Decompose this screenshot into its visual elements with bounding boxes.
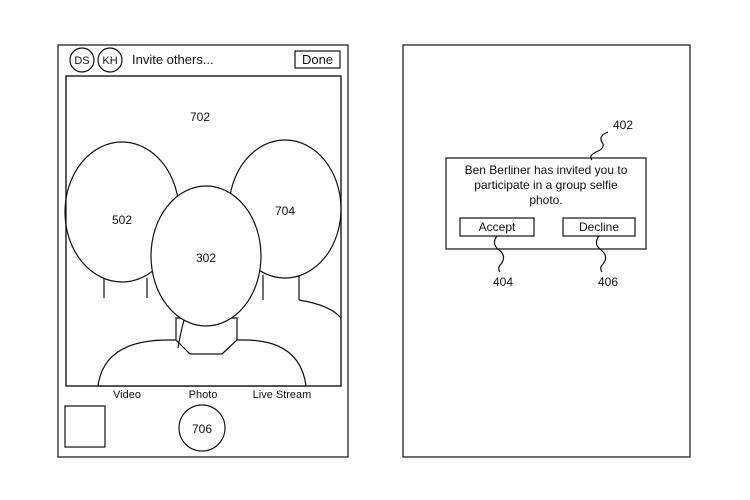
face-left-reference-label: 502 — [112, 213, 132, 227]
avatar-kh[interactable]: KH — [97, 47, 123, 73]
invitation-message-line-1: Ben Berliner has invited you to — [465, 163, 628, 177]
mode-live-stream[interactable]: Live Stream — [253, 389, 312, 401]
camera-preview-border — [65, 75, 342, 387]
gallery-thumbnail[interactable] — [64, 405, 106, 448]
face-center: 302 — [97, 185, 307, 387]
dialog-reference-label: 402 — [613, 118, 633, 132]
left-phone-frame — [57, 44, 349, 458]
accept-button[interactable]: Accept — [459, 217, 535, 237]
face-center-reference-label: 302 — [196, 251, 216, 265]
accept-button-label: Accept — [479, 220, 516, 234]
done-button-label: Done — [302, 52, 333, 67]
mode-video[interactable]: Video — [113, 389, 141, 401]
accept-reference-label: 404 — [493, 275, 513, 289]
accept-leader-line — [493, 235, 505, 273]
invite-others-text[interactable]: Invite others... — [132, 52, 214, 67]
avatar-ds-label: DS — [74, 55, 89, 67]
invitation-message-line-2: participate in a group selfie — [474, 178, 618, 192]
right-phone-frame — [402, 44, 691, 458]
shutter-reference-label: 706 — [192, 422, 212, 436]
invitation-dialog — [445, 157, 647, 250]
face-left: 502 — [64, 141, 180, 298]
shutter-button[interactable]: 706 — [178, 404, 226, 452]
done-button[interactable]: Done — [294, 50, 341, 69]
decline-reference-label: 406 — [598, 275, 618, 289]
decline-button-label: Decline — [579, 220, 619, 234]
preview-reference-label: 702 — [190, 110, 210, 124]
invitation-message-line-3: photo. — [529, 193, 562, 207]
decline-leader-line — [595, 235, 607, 273]
decline-button[interactable]: Decline — [562, 217, 636, 237]
avatar-kh-label: KH — [102, 55, 117, 67]
dialog-leader-line — [590, 131, 609, 161]
face-right-reference-label: 704 — [275, 204, 295, 218]
avatar-ds[interactable]: DS — [69, 47, 95, 73]
mode-photo[interactable]: Photo — [189, 389, 218, 401]
